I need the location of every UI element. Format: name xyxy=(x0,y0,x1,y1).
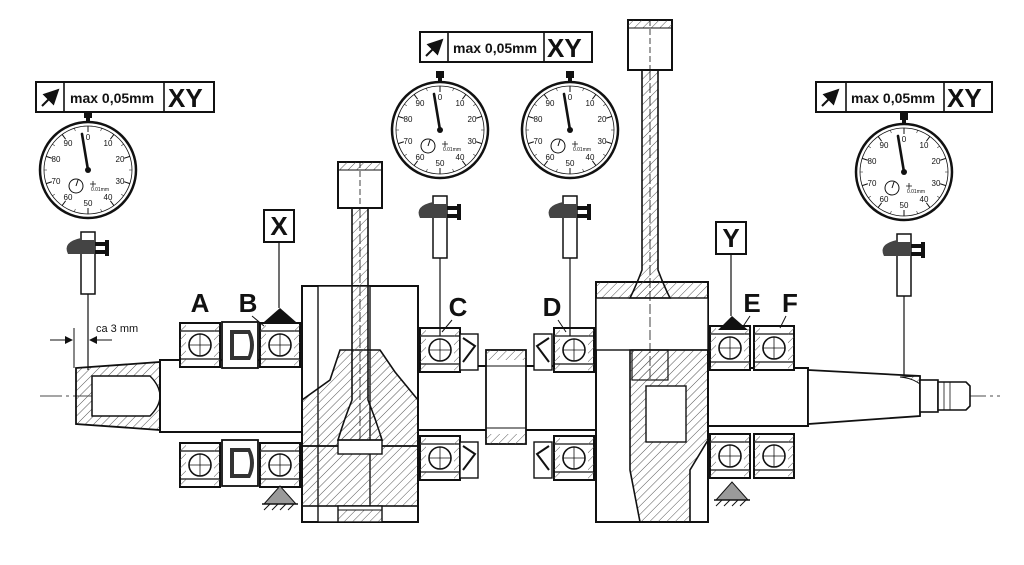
support-y-top xyxy=(718,316,748,330)
svg-text:20: 20 xyxy=(116,155,125,164)
svg-text:max 0,05mm: max 0,05mm xyxy=(851,90,935,106)
svg-text:0: 0 xyxy=(902,135,907,144)
right-crank-web xyxy=(595,281,709,523)
arrow-up-right-icon xyxy=(821,88,840,107)
svg-text:XY: XY xyxy=(947,83,982,113)
label-bearing-c: C xyxy=(449,292,468,322)
reference-x-box: X xyxy=(263,209,295,308)
svg-text:10: 10 xyxy=(920,141,929,150)
svg-text:90: 90 xyxy=(64,139,73,148)
support-y-bottom xyxy=(714,481,750,507)
svg-text:40: 40 xyxy=(104,193,113,202)
support-x-bottom xyxy=(262,485,298,511)
svg-text:50: 50 xyxy=(566,159,575,168)
label-bearing-e: E xyxy=(743,288,760,318)
label-bearing-a: A xyxy=(191,288,210,318)
svg-text:90: 90 xyxy=(880,141,889,150)
svg-text:50: 50 xyxy=(84,199,93,208)
svg-text:0.01mm: 0.01mm xyxy=(573,147,591,153)
label-x: X xyxy=(270,211,288,241)
svg-text:80: 80 xyxy=(404,115,413,124)
svg-text:60: 60 xyxy=(416,153,425,162)
svg-text:0: 0 xyxy=(86,133,91,142)
svg-text:70: 70 xyxy=(868,179,877,188)
svg-text:30: 30 xyxy=(468,137,477,146)
svg-text:0.01mm: 0.01mm xyxy=(443,147,461,153)
label-y: Y xyxy=(722,223,739,253)
svg-text:0.01mm: 0.01mm xyxy=(91,187,109,193)
support-x-top xyxy=(264,308,296,322)
svg-text:10: 10 xyxy=(456,99,465,108)
right-connecting-rod xyxy=(627,19,673,381)
svg-text:XY: XY xyxy=(168,83,203,113)
svg-text:50: 50 xyxy=(900,201,909,210)
tolerance-frame-left: max 0,05mm XY xyxy=(35,81,215,113)
svg-text:70: 70 xyxy=(52,177,61,186)
svg-text:max 0,05mm: max 0,05mm xyxy=(453,40,537,56)
svg-text:50: 50 xyxy=(436,159,445,168)
label-bearing-d: D xyxy=(543,292,562,322)
svg-text:90: 90 xyxy=(416,99,425,108)
svg-text:40: 40 xyxy=(586,153,595,162)
svg-text:max 0,05mm: max 0,05mm xyxy=(70,90,154,106)
svg-text:XY: XY xyxy=(547,33,582,63)
seal-ab xyxy=(221,321,259,487)
tolerance-frame-right: max 0,05mm XY xyxy=(815,81,993,113)
left-connecting-rod xyxy=(336,161,384,441)
svg-text:70: 70 xyxy=(534,137,543,146)
svg-text:40: 40 xyxy=(920,195,929,204)
label-bearing-f: F xyxy=(782,288,798,318)
svg-text:20: 20 xyxy=(468,115,477,124)
svg-text:10: 10 xyxy=(104,139,113,148)
dial-indicator-right: 0 10 20 30 40 50 60 70 80 90 0.01mm xyxy=(854,111,954,376)
svg-text:80: 80 xyxy=(868,157,877,166)
seal-c xyxy=(459,333,479,479)
svg-text:80: 80 xyxy=(52,155,61,164)
left-shaft-taper xyxy=(75,361,161,431)
svg-text:80: 80 xyxy=(534,115,543,124)
svg-text:20: 20 xyxy=(932,157,941,166)
svg-text:20: 20 xyxy=(598,115,607,124)
seal-d xyxy=(533,333,553,479)
arrow-up-right-icon xyxy=(425,38,444,57)
svg-text:40: 40 xyxy=(456,153,465,162)
svg-text:30: 30 xyxy=(116,177,125,186)
svg-text:60: 60 xyxy=(64,193,73,202)
gap-label: ca 3 mm xyxy=(96,323,138,335)
svg-text:30: 30 xyxy=(932,179,941,188)
svg-text:0: 0 xyxy=(438,93,443,102)
tolerance-frame-center: max 0,05mm XY xyxy=(419,31,593,63)
right-shaft-taper xyxy=(807,369,971,425)
svg-text:60: 60 xyxy=(546,153,555,162)
svg-text:0.01mm: 0.01mm xyxy=(907,189,925,195)
dial-indicator-center-left: 0 10 20 30 40 50 60 70 80 90 0.01mm xyxy=(390,69,490,336)
svg-text:90: 90 xyxy=(546,99,555,108)
gap-dimension: ca 3 mm xyxy=(50,323,138,368)
svg-text:70: 70 xyxy=(404,137,413,146)
center-gear xyxy=(485,349,527,445)
dial-indicator-left: 0 10 20 30 40 50 60 70 80 90 0.01mm xyxy=(38,109,138,370)
svg-text:0: 0 xyxy=(568,93,573,102)
svg-text:60: 60 xyxy=(880,195,889,204)
svg-text:30: 30 xyxy=(598,137,607,146)
svg-text:10: 10 xyxy=(586,99,595,108)
label-bearing-b: B xyxy=(239,288,258,318)
reference-y-box: Y xyxy=(715,221,747,316)
arrow-up-right-icon xyxy=(41,88,60,107)
dial-indicator-center-right: 0 10 20 30 40 50 60 70 80 90 0.01mm xyxy=(520,69,620,336)
